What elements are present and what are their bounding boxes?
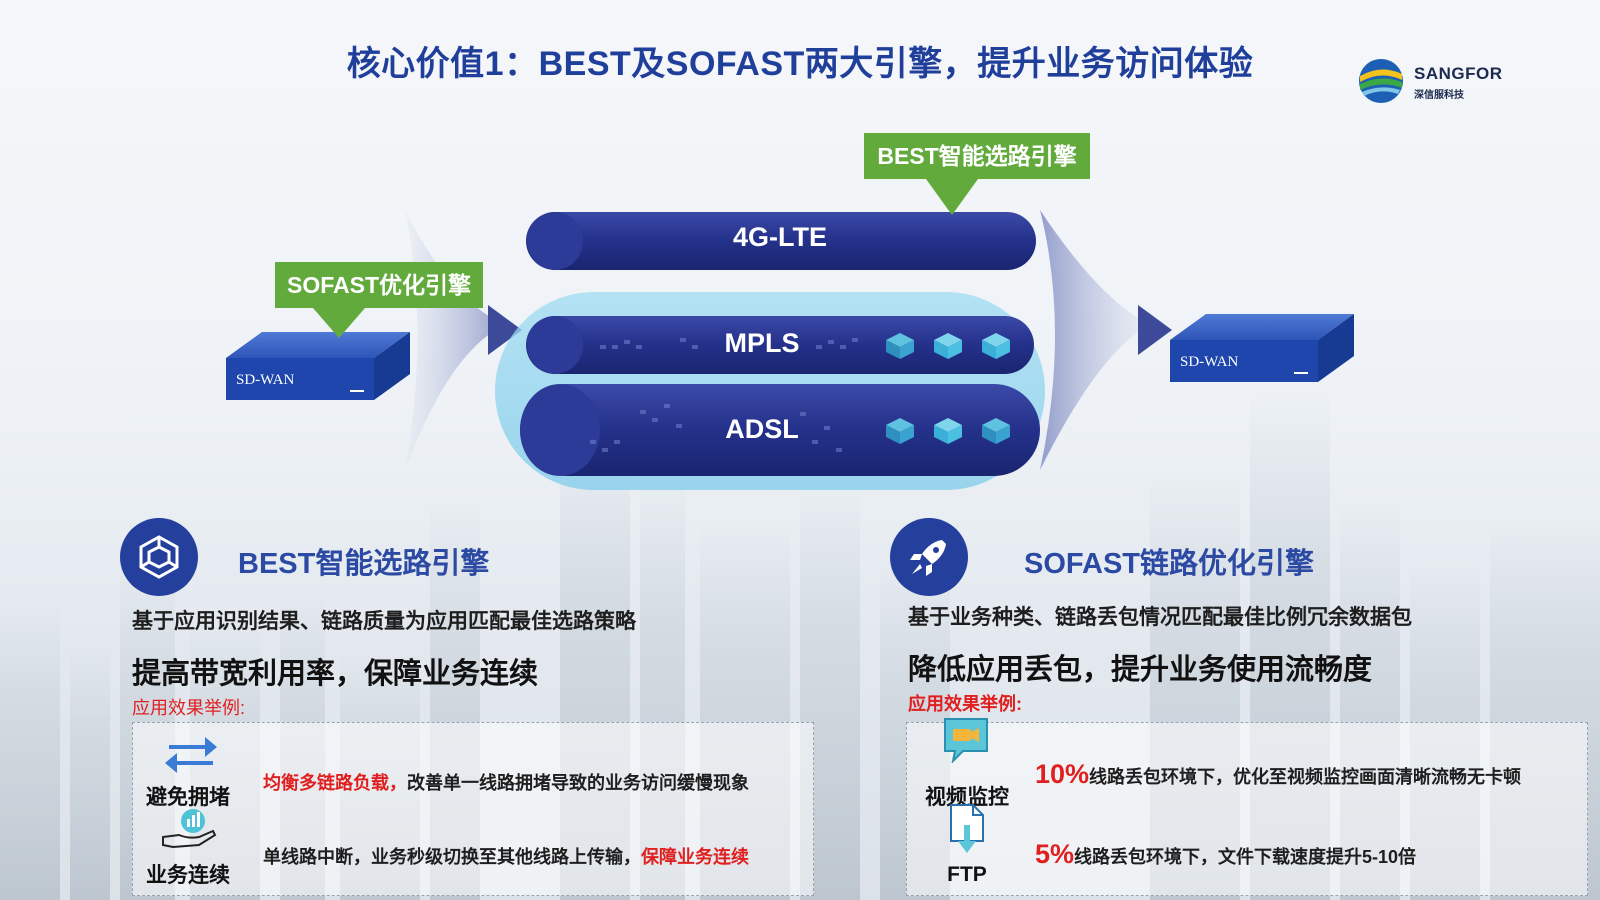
text-load-balance: 改善单一线路拥堵导致的业务访问缓慢现象: [407, 773, 749, 793]
example-text-ftp: 5%线路丢包环境下，文件下载速度提升5-10倍: [1035, 839, 1416, 870]
logo-subtitle: 深信服科技: [1414, 90, 1464, 101]
packet-cubes: [886, 333, 1010, 444]
left-flow-arrow: [488, 305, 522, 355]
example-text-video-surveillance: 10%线路丢包环境下，优化至视频监控画面清晰流畅无卡顿: [1035, 759, 1521, 790]
right-flow-arrow: [1138, 305, 1172, 355]
best-example-label: 应用效果举例:: [132, 698, 246, 718]
example-text-avoid-congestion: 均衡多链路负载，改善单一线路拥堵导致的业务访问缓慢现象: [263, 769, 749, 795]
chart-hand-icon: [162, 809, 217, 849]
text-video: 线路丢包环境下，优化至视频监控画面清晰流畅无卡顿: [1089, 767, 1522, 787]
logo-name: SANGFOR: [1414, 64, 1503, 83]
pipe-mpls: [526, 316, 1034, 374]
text-ftp: 线路丢包环境下，文件下载速度提升5-10倍: [1074, 847, 1417, 867]
callout-sofast-engine: SOFAST优化引擎: [275, 262, 483, 338]
file-download-icon: [950, 804, 984, 853]
packet-dots: [590, 338, 858, 452]
pipe-label-mpls: MPLS: [724, 328, 800, 358]
video-camera-icon: [944, 718, 988, 763]
best-cube-icon: [120, 518, 198, 596]
best-section-slogan: 提高带宽利用率，保障业务连续: [132, 658, 539, 690]
example-label-ftp: FTP: [947, 863, 987, 886]
rocket-icon: [890, 518, 968, 596]
sdwan-device-left: [226, 332, 410, 400]
sofast-section-desc: 基于业务种类、链路丢包情况匹配最佳比例冗余数据包: [908, 606, 1412, 629]
example-text-business-continuity: 单线路中断，业务秒级切换至其他线路上传输，保障业务连续: [263, 843, 749, 869]
example-label-avoid-congestion: 避免拥堵: [146, 786, 230, 809]
highlight-load-balance: 均衡多链路负载，: [263, 773, 407, 793]
callout-best-engine: BEST智能选路引擎: [864, 133, 1090, 215]
sofast-section-slogan: 降低应用丢包，提升业务使用流畅度: [908, 654, 1373, 686]
globe-logo-icon: [1359, 59, 1403, 103]
example-label-video-surveillance: 视频监控: [925, 786, 1009, 809]
best-section-title: BEST智能选路引擎: [238, 548, 490, 580]
page-title: 核心价值1：BEST及SOFAST两大引擎，提升业务访问体验: [346, 45, 1254, 83]
example-label-business-continuity: 业务连续: [146, 864, 230, 887]
network-diagram: [226, 210, 1354, 490]
pct-video: 10%: [1035, 759, 1090, 789]
right-flow-funnel: [1040, 210, 1150, 470]
best-examples-box: 避免拥堵 均衡多链路负载，改善单一线路拥堵导致的业务访问缓慢现象 业务连续 单线…: [132, 722, 814, 896]
sdwan-device-right: [1170, 314, 1354, 382]
pipe-adsl: [520, 384, 1040, 476]
pct-ftp: 5%: [1035, 839, 1075, 869]
pipe-4g-lte: [526, 212, 1036, 270]
sofast-examples-box: 视频监控 10%线路丢包环境下，优化至视频监控画面清晰流畅无卡顿 FTP 5%线…: [906, 718, 1588, 896]
device-label-right: SD-WAN: [1180, 354, 1239, 370]
sangfor-logo: SANGFOR 深信服科技: [1356, 56, 1506, 108]
sofast-example-label: 应用效果举例:: [908, 694, 1022, 714]
pipe-label-adsl: ADSL: [725, 414, 799, 444]
sofast-section-title: SOFAST链路优化引擎: [1024, 548, 1315, 580]
highlight-continuity: 保障业务连续: [641, 847, 749, 867]
best-section-desc: 基于应用识别结果、链路质量为应用匹配最佳选路策略: [132, 610, 636, 633]
text-switchover: 单线路中断，业务秒级切换至其他线路上传输，: [263, 847, 641, 867]
swap-arrows-icon: [165, 737, 217, 773]
device-label-left: SD-WAN: [236, 372, 295, 388]
pipe-label-4g: 4G-LTE: [733, 222, 827, 252]
